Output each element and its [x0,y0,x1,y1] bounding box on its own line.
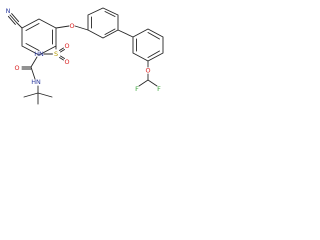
aromatic-bond [147,32,160,40]
bonds [7,7,164,105]
molecule-structure: N O S O O HN O HN O F F [6,7,164,105]
nitrile-bond [7,15,16,25]
sulfonyl-double-bond [60,49,65,53]
bond [55,25,70,29]
sulfonyl-double-bond [59,47,64,51]
bond [138,79,149,87]
ether-o-label: O [69,22,74,30]
aromatic-bond [25,43,40,51]
biaryl-bond [117,29,134,38]
aromatic-bond [147,50,160,58]
sulfonyl-s-label: S [54,50,58,58]
bond [74,25,89,31]
sulfonyl-o-lower-label: O [64,58,69,66]
benzene-ring-middle [87,7,119,39]
nitrile-n-label: N [6,7,11,15]
sulfonyl-double-bond [60,55,65,59]
sulfonyl-double-bond [59,57,64,61]
urea-o-label: O [14,64,19,72]
bond [16,22,23,29]
benzene-ring-right [132,28,164,62]
fluorine-left-label: F [135,85,139,93]
nitrile-bond [9,14,18,24]
bond [23,92,39,98]
aromatic-bond [25,23,40,31]
nitrile-bond [11,13,20,23]
bond [37,92,53,98]
sulfonamide-nh-label: HN [34,50,44,58]
aromatic-bond [104,11,116,17]
sulfonyl-o-upper-label: O [64,42,69,50]
bond [147,79,158,87]
aryl-ether-o-label: O [145,67,150,75]
fluorine-right-label: F [157,85,161,93]
urea-nh-label: HN [31,78,41,86]
atom-labels: N O S O O HN O HN O F F [6,7,162,93]
bond [30,66,36,80]
bond [30,56,38,68]
aromatic-bond [104,28,116,35]
